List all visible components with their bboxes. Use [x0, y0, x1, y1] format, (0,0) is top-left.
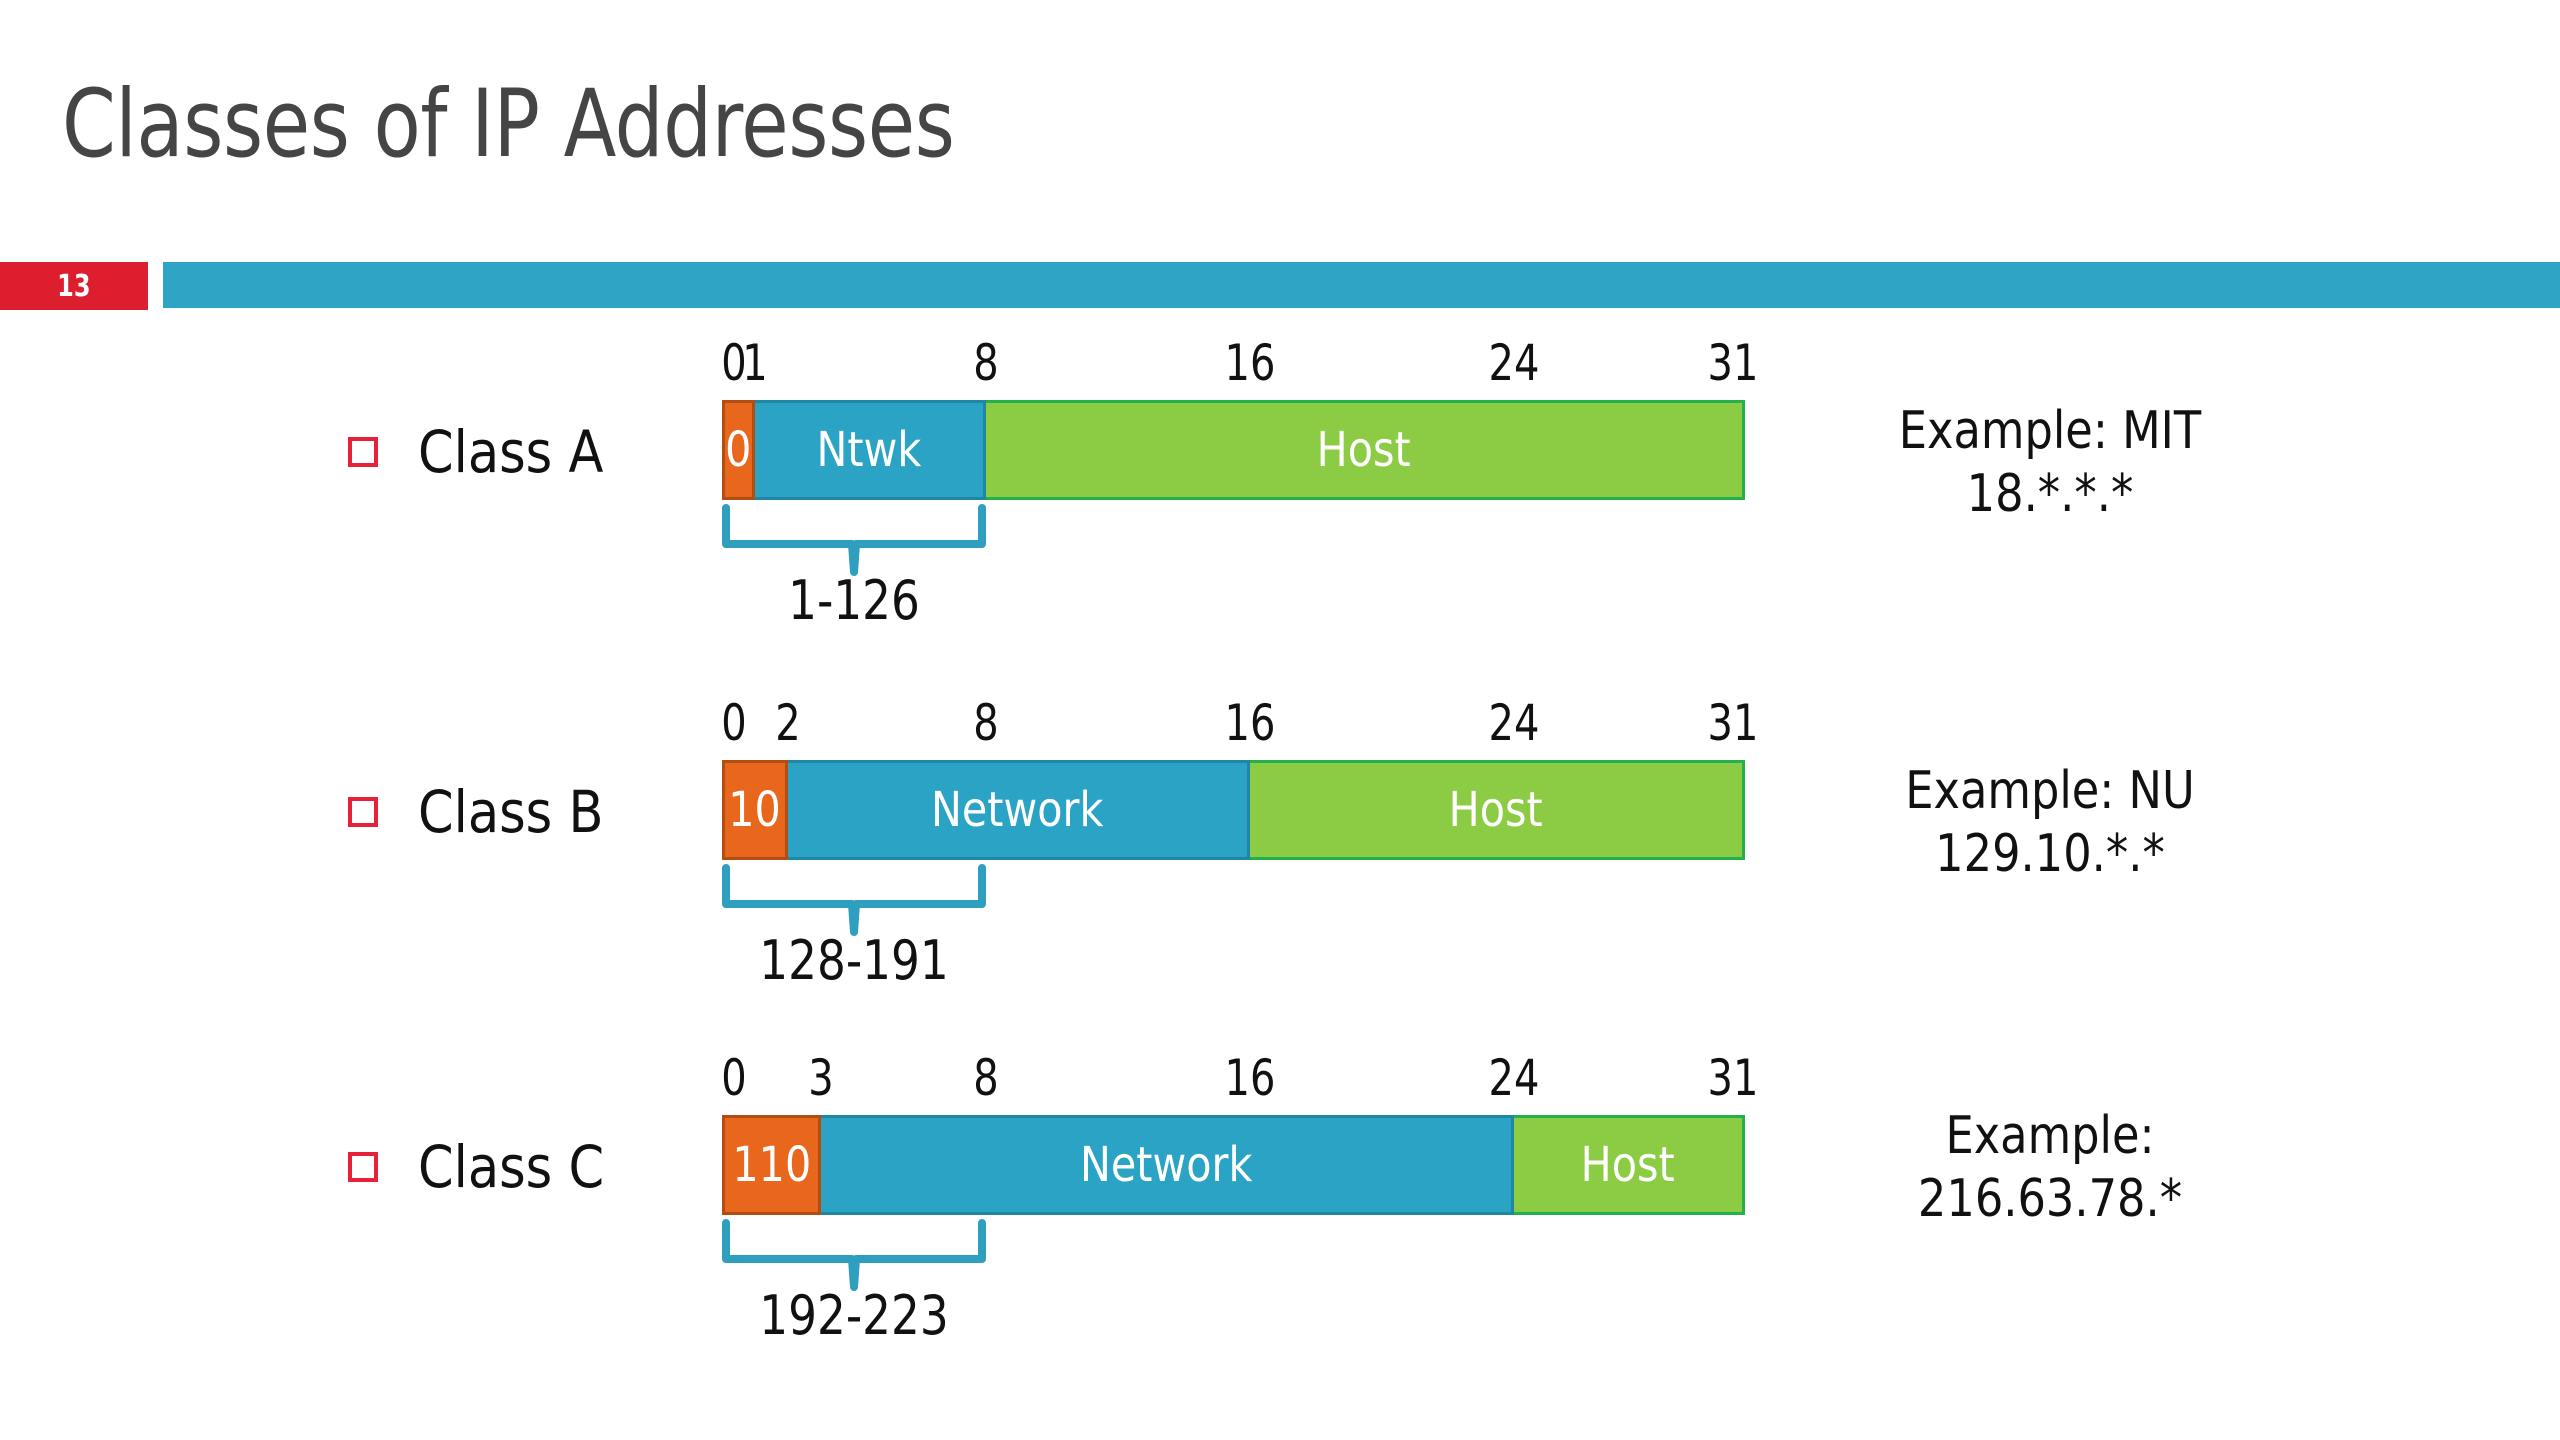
example-line-1: Example: — [1945, 1106, 2155, 1166]
bit-tick-label: 8 — [973, 334, 999, 392]
bit-tick-label: 0 — [721, 694, 747, 752]
example-line-2: 18.*.*.* — [1966, 464, 2134, 525]
example-line-2: 129.10.*.* — [1935, 824, 2165, 885]
segment-label: Host — [1580, 1137, 1675, 1193]
class-label-group: Class B — [348, 778, 629, 846]
bit-tick-label: 0 — [721, 1049, 747, 1107]
class-name-label: Class C — [418, 1133, 605, 1201]
example-line-1: Example: MIT — [1898, 401, 2202, 461]
bit-tick-label: 2 — [775, 694, 801, 752]
bit-tick-label: 1 — [742, 334, 768, 392]
bit-tick-label: 16 — [1224, 694, 1276, 752]
bit-tick-label: 16 — [1224, 334, 1276, 392]
range-brace-label: 128-191 — [759, 929, 949, 992]
segment-label: Network — [1079, 1137, 1253, 1193]
example-line-2: 216.63.78.* — [1917, 1169, 2183, 1230]
slide-number-badge: 13 — [0, 262, 148, 310]
address-bar-segment: Network — [788, 760, 1250, 860]
brace-shape-icon — [722, 1219, 986, 1291]
bit-tick-label: 31 — [1707, 694, 1759, 752]
bit-tick-label: 31 — [1707, 1049, 1759, 1107]
bit-tick-label: 0 — [721, 334, 747, 392]
range-brace-label: 1-126 — [788, 569, 920, 632]
bullet-square-icon — [348, 797, 378, 827]
address-bar: 110 Network Host — [722, 1115, 1745, 1215]
bit-tick-label: 31 — [1707, 334, 1759, 392]
example-text: Example:216.63.78.* — [1810, 1105, 2290, 1232]
bit-tick-label: 16 — [1224, 1049, 1276, 1107]
class-name-label: Class A — [418, 418, 604, 486]
address-bar: 10 Network Host — [722, 760, 1745, 860]
segment-label: Host — [1316, 422, 1411, 478]
brace-shape-icon — [722, 864, 986, 936]
bullet-square-icon — [348, 1152, 378, 1182]
address-bar-segment: 0 — [722, 400, 755, 500]
segment-label: 0 — [725, 422, 752, 478]
address-bar-segment: Ntwk — [755, 400, 986, 500]
class-name-label: Class B — [418, 778, 604, 846]
segment-label: Ntwk — [816, 422, 922, 478]
header-band: 13 — [0, 262, 2560, 310]
address-bar-segment: Host — [986, 400, 1745, 500]
class-label-group: Class C — [348, 1133, 630, 1201]
bit-tick-label: 24 — [1488, 334, 1540, 392]
address-bar-segment: Host — [1250, 760, 1745, 860]
range-brace-label: 192-223 — [759, 1284, 949, 1347]
segment-label: 110 — [732, 1137, 811, 1193]
bit-tick-label: 3 — [808, 1049, 834, 1107]
bit-tick-label: 8 — [973, 1049, 999, 1107]
class-label-group: Class A — [348, 418, 629, 486]
bullet-square-icon — [348, 437, 378, 467]
bit-tick-label: 24 — [1488, 1049, 1540, 1107]
address-bar-segment: Network — [821, 1115, 1514, 1215]
address-bar-segment: 110 — [722, 1115, 821, 1215]
range-brace: 1-126 — [722, 504, 986, 628]
brace-shape-icon — [722, 504, 986, 576]
page-title: Classes of IP Addresses — [62, 70, 955, 179]
segment-label: 10 — [728, 782, 782, 838]
address-bar-segment: 10 — [722, 760, 788, 860]
segment-label: Host — [1448, 782, 1543, 838]
example-line-1: Example: NU — [1905, 761, 2195, 821]
range-brace: 192-223 — [722, 1219, 986, 1343]
address-bar-segment: Host — [1514, 1115, 1745, 1215]
address-bar: 0 Ntwk Host — [722, 400, 1745, 500]
bit-tick-label: 24 — [1488, 694, 1540, 752]
slide-number-text: 13 — [57, 268, 91, 304]
segment-label: Network — [931, 782, 1104, 838]
range-brace: 128-191 — [722, 864, 986, 988]
bit-tick-label: 8 — [973, 694, 999, 752]
header-accent-rule — [163, 262, 2560, 308]
